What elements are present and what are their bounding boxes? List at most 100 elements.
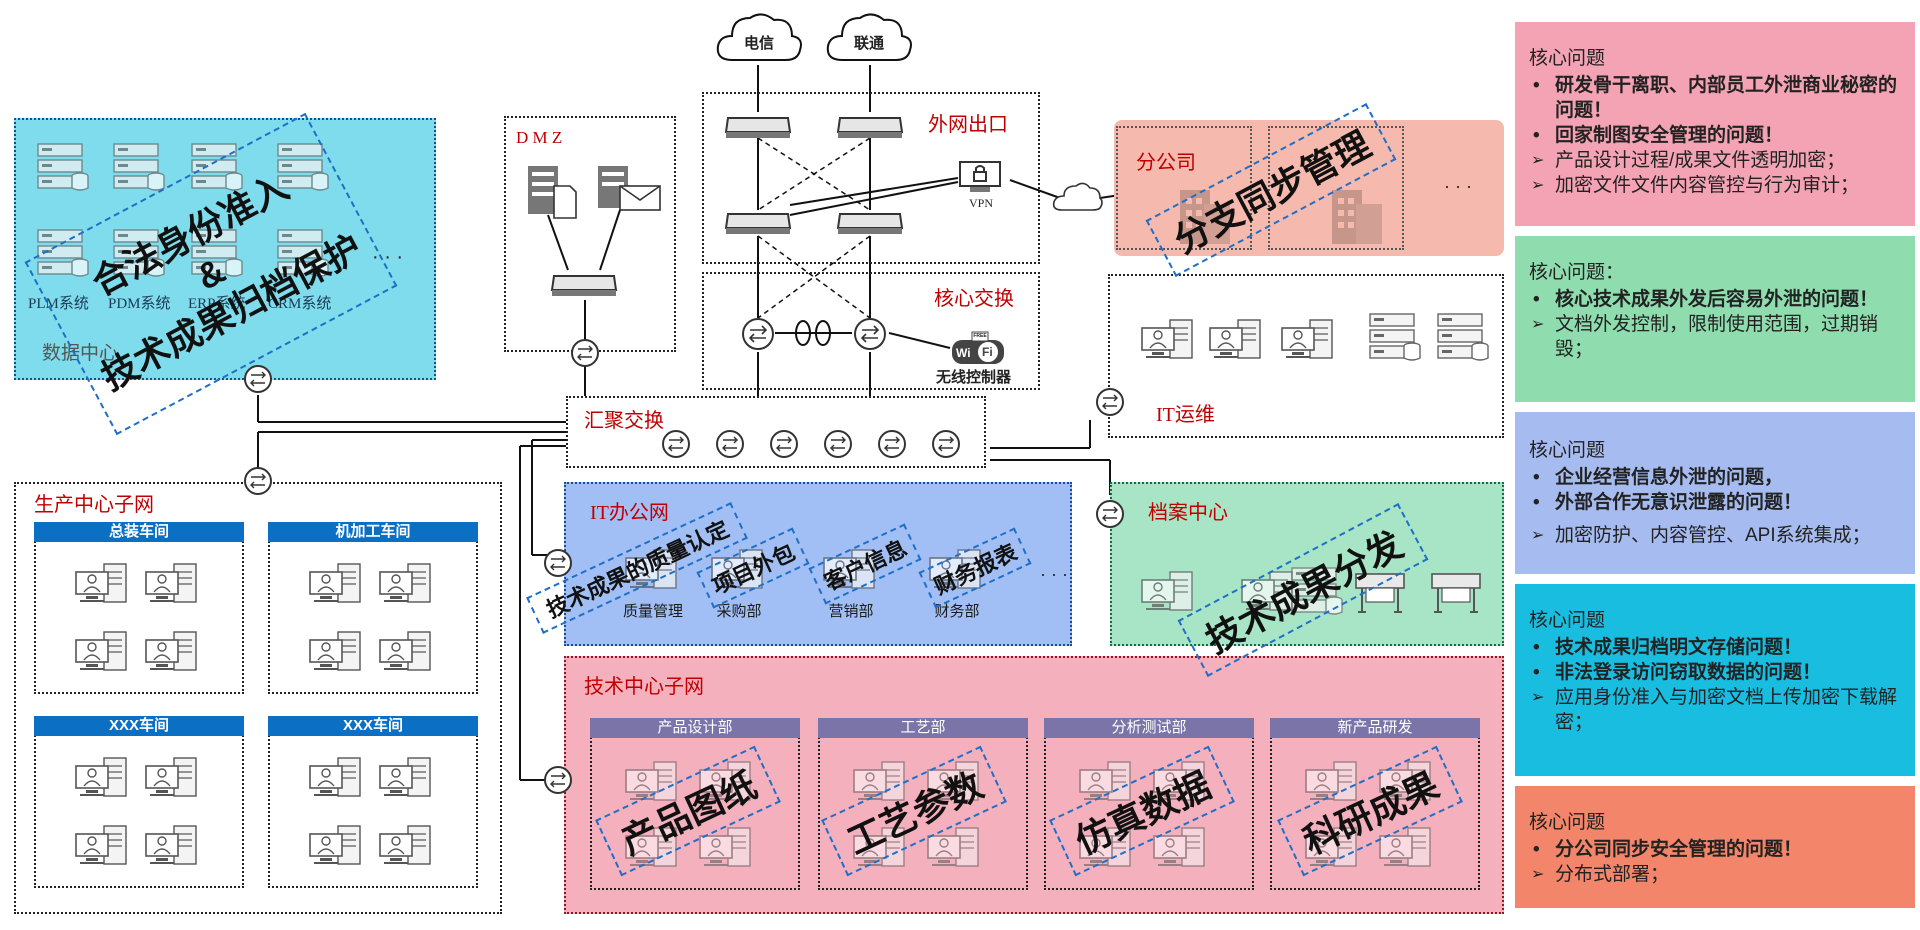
building-icon <box>1326 180 1386 249</box>
workshop-header: 机加工车间 <box>268 522 478 542</box>
pc-icon <box>928 548 984 592</box>
router-icon <box>836 110 904 147</box>
pc-icon <box>698 760 754 804</box>
wifi-free-badge: FREE <box>973 333 987 339</box>
server-icon <box>112 142 168 199</box>
pc-icon <box>1304 760 1360 804</box>
workshop-box <box>268 522 478 694</box>
server-doc-icon <box>526 164 580 225</box>
data-center-switch-icon <box>242 363 274 400</box>
workshop-box <box>34 522 244 694</box>
firewall-icon <box>724 206 792 243</box>
pc-icon <box>144 756 200 800</box>
core-switch-zone: 核心交换 <box>702 272 1040 390</box>
internet-cloud-icon <box>1052 180 1104 219</box>
panel-issue: 外部合作无意识泄露的问题！ <box>1529 490 1903 515</box>
server-icon <box>1368 312 1424 369</box>
archive-label: 档案中心 <box>1148 502 1228 524</box>
wan-exit-zone: 外网出口 <box>702 92 1040 264</box>
firewall-icon <box>836 206 904 243</box>
server-icon <box>1290 566 1346 623</box>
aggregation-zone: 汇聚交换 <box>566 396 986 468</box>
production-switch-icon <box>242 465 274 502</box>
pc-icon <box>1208 318 1264 362</box>
server-icon <box>190 142 246 199</box>
plotter-icon <box>1354 570 1406 619</box>
branch-office-box: 分公司 <box>1116 126 1252 250</box>
workshop-box <box>268 716 478 888</box>
vpn-label: VPN <box>968 196 993 210</box>
core-issue-panel: 核心问题技术成果归档明文存储问题！非法登录访问窃取数据的问题！应用身份准入与加密… <box>1515 584 1915 776</box>
pc-icon <box>852 826 908 870</box>
panel-measure: 产品设计过程/成果文件透明加密； <box>1529 148 1903 173</box>
workshop-box <box>34 716 244 888</box>
aggregation-switch-icon <box>822 428 854 465</box>
office-dept-label: 财务部 <box>934 604 980 620</box>
office-label: IT办公网 <box>590 502 669 524</box>
server-icon <box>190 228 246 285</box>
plotter-icon <box>1430 570 1482 619</box>
tech-dept-header: 工艺部 <box>818 718 1028 738</box>
panel-issue: 企业经营信息外泄的问题， <box>1529 465 1903 490</box>
aggregation-switch-icon <box>768 428 800 465</box>
server-icon <box>112 228 168 285</box>
office-more: · · · <box>1040 564 1068 584</box>
pc-icon <box>1140 570 1196 614</box>
panel-title: 核心问题 <box>1529 610 1606 631</box>
pc-icon <box>852 760 908 804</box>
office-dept-label: 质量管理 <box>622 604 683 620</box>
wifi-text-left: Wi <box>956 346 971 360</box>
pc-icon <box>710 548 766 592</box>
data-center-system-label: ERP系统 <box>188 296 246 312</box>
branch-office-box <box>1268 126 1404 250</box>
data-center-system-label: PLM系统 <box>28 296 89 312</box>
office-dept-label: 采购部 <box>716 604 762 620</box>
pc-icon <box>74 630 130 674</box>
pc-icon <box>1140 318 1196 362</box>
office-dept-label: 营销部 <box>828 604 874 620</box>
panel-issue: 回家制图安全管理的问题！ <box>1529 123 1903 148</box>
pc-icon <box>1152 826 1208 870</box>
aggregation-label: 汇聚交换 <box>584 410 664 432</box>
aggregation-switch-icon <box>714 428 746 465</box>
it-ops-switch-icon <box>1094 386 1126 423</box>
panel-issue: 研发骨干离职、内部员工外泄商业秘密的问题！ <box>1529 73 1903 123</box>
pc-icon <box>624 760 680 804</box>
aggregation-switch-icon <box>930 428 962 465</box>
tech-center-label: 技术中心子网 <box>584 676 704 698</box>
pc-icon <box>74 562 130 606</box>
wifi-text-right: Fi <box>982 345 993 359</box>
pc-icon <box>378 756 434 800</box>
server-icon <box>36 228 92 285</box>
building-icon <box>1174 180 1234 249</box>
workshop-header: XXX车间 <box>268 716 478 736</box>
aggregation-switch-icon <box>876 428 908 465</box>
pc-icon <box>74 756 130 800</box>
server-icon <box>1436 312 1492 369</box>
panel-spacer <box>1529 515 1903 523</box>
cloud-telecom-label: 电信 <box>743 35 774 52</box>
pc-icon <box>1078 826 1134 870</box>
server-icon <box>276 228 332 285</box>
pc-icon <box>308 562 364 606</box>
panel-measure: 文档外发控制，限制使用范围，过期销毁； <box>1529 312 1903 362</box>
pc-icon <box>1378 826 1434 870</box>
tech-dept-header: 新产品研发 <box>1270 718 1480 738</box>
pc-icon <box>926 826 982 870</box>
panel-issue: 技术成果归档明文存储问题！ <box>1529 635 1903 660</box>
panel-measure: 加密文件文件内容管控与行为审计； <box>1529 173 1903 198</box>
pc-icon <box>624 826 680 870</box>
wan-exit-label: 外网出口 <box>928 114 1008 136</box>
pc-icon <box>624 548 680 592</box>
archive-switch-icon <box>1094 498 1126 535</box>
pc-icon <box>144 562 200 606</box>
dmz-uplink-switch-icon <box>569 337 601 374</box>
pc-icon <box>308 630 364 674</box>
tech-switch-icon <box>542 764 574 801</box>
panel-issue: 分公司同步安全管理的问题！ <box>1529 837 1903 862</box>
pc-icon <box>378 824 434 868</box>
dmz-zone: D M Z <box>504 116 676 352</box>
panel-measure: 分布式部署； <box>1529 862 1903 887</box>
core-switch-icon <box>852 316 888 357</box>
